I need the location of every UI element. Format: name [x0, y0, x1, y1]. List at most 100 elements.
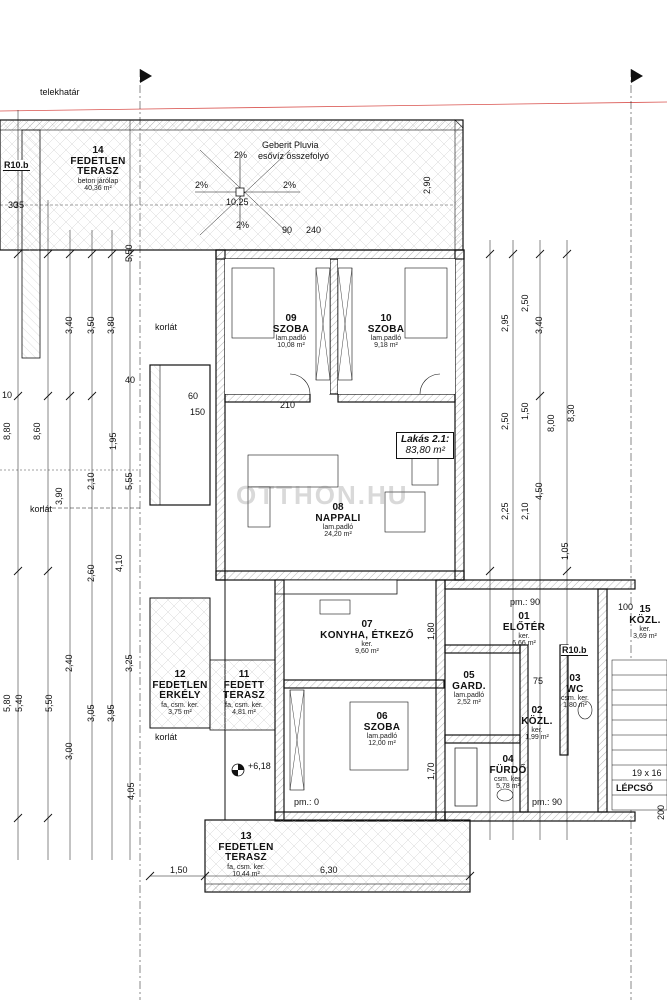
room-floor: ker.	[518, 633, 530, 640]
room-13: 13 FEDETLEN TERASZ fa, csm. ker. 10,44 m…	[218, 831, 274, 878]
slope-1: 2%	[234, 150, 248, 160]
dim-misc-10: 2,90	[422, 176, 432, 194]
dim-left-12: 4,05	[126, 782, 136, 800]
room-10: 10 SZOBA lam.padló 9,18 m²	[368, 313, 405, 350]
room-area: 3,69 m²	[633, 633, 657, 641]
room-name: KÖZL.	[629, 614, 661, 626]
room-name: SZOBA	[272, 323, 310, 335]
dim-misc-2: 240	[306, 225, 322, 235]
dim-right-3: 3,40	[534, 316, 544, 334]
room-08: 08 NAPPALI lam.padló 24,20 m²	[315, 502, 360, 539]
dim-misc-14: 200	[656, 804, 666, 820]
room-number: 10	[380, 313, 392, 324]
dim-left-2: 8,60	[32, 422, 42, 440]
slope-3: 2%	[283, 180, 297, 190]
dim-right-2: 2,50	[520, 294, 530, 312]
room-number: 06	[376, 711, 388, 722]
room-06: 06 SZOBA lam.padló 12,00 m²	[363, 711, 401, 748]
dim-left-19: 2,10	[86, 472, 96, 490]
center-dim: 10,25	[226, 197, 249, 207]
room-floor: lam.padló	[275, 335, 307, 342]
room-name: ELŐTÉR	[502, 621, 546, 633]
room-number: 15	[639, 604, 651, 615]
dim-left-17: 3,00	[64, 742, 74, 760]
room-floor: lam.padló	[322, 524, 354, 531]
room-number: 02	[531, 705, 543, 716]
room-number: 09	[285, 313, 297, 324]
room-floor: lam.padló	[370, 335, 402, 342]
watermark: OTTHON.HU	[236, 480, 409, 510]
dim-left-10: 3,05	[86, 704, 96, 722]
drain-label-2: esővíz összefolyó	[258, 151, 330, 161]
dim-left-18: 2,40	[64, 654, 74, 672]
dim-bottom-2: 6,30	[320, 865, 338, 875]
room-number: 05	[463, 670, 475, 681]
room-floor: csm. ker.	[560, 695, 590, 702]
room-floor: lam.padló	[453, 692, 485, 699]
terrace-13-slab	[204, 819, 471, 893]
r10b-tag-right: R10.b	[561, 645, 588, 656]
dim-left-3: 5,55	[124, 472, 134, 490]
section-arrow-right	[631, 69, 643, 83]
room-03: 03 WC csm. ker. 1,80 m²	[560, 673, 590, 710]
dim-misc-3: 210	[280, 400, 296, 410]
dim-right-4: 8,30	[566, 404, 576, 422]
r10b-tag-left: R10.b	[3, 160, 30, 171]
room-area: 40,36 m²	[84, 184, 112, 192]
dim-misc-11: 1,80	[426, 622, 436, 640]
room-area: 6,66 m²	[512, 640, 536, 648]
boundary-label: telekhatár	[40, 87, 80, 97]
dim-right-7: 1,50	[520, 402, 530, 420]
dim-misc-16: pm.: 90	[510, 597, 541, 607]
dim-right-1: 2,95	[500, 314, 510, 332]
room-number: 12	[174, 669, 186, 680]
room-floor: fa, csm. ker.	[225, 701, 263, 709]
room-name: FEDETT TERASZ	[223, 679, 265, 701]
drain-label-1: Geberit Pluvia	[262, 140, 319, 150]
dim-misc-8: 10	[2, 390, 13, 400]
room-number: 07	[361, 619, 373, 630]
dim-right-9: 2,25	[500, 502, 510, 520]
room-02: 02 KÖZL. ker. 1,99 m²	[521, 705, 553, 742]
dim-right-6: 2,50	[500, 412, 510, 430]
room-01: 01 ELŐTÉR ker. 6,66 m²	[502, 611, 546, 648]
dim-left-11: 3,95	[106, 704, 116, 722]
room-floor: ker.	[361, 641, 373, 648]
dim-misc-5: 60	[188, 391, 199, 401]
dim-misc-15: 75	[533, 676, 544, 686]
dim-left-6: 5,80	[2, 694, 12, 712]
room-number: 03	[569, 673, 581, 684]
apartment-label: Lakás 2.1: 83,80 m²	[396, 432, 455, 459]
dim-left-14: 3,50	[86, 316, 96, 334]
dim-left-1: 8,80	[2, 422, 12, 440]
room-number: 08	[332, 502, 344, 513]
room-area: 12,00 m²	[368, 740, 396, 748]
room-area: 1,80 m²	[563, 702, 587, 710]
dim-right-11: 1,05	[560, 542, 570, 560]
railing-label-2: korlát	[30, 504, 53, 514]
room-04: 04 FÜRDŐ csm. ker. 5,78 m²	[489, 754, 526, 791]
slope-4: 2%	[236, 220, 250, 230]
dim-left-16: 5,50	[124, 244, 134, 262]
room-name: SZOBA	[363, 721, 401, 733]
room-area: 1,99 m²	[525, 734, 549, 742]
room-area: 3,75 m²	[168, 708, 192, 716]
room-number: 14	[92, 145, 104, 156]
room-name: FEDETLEN ERKÉLY	[152, 679, 208, 701]
dim-left-5: 4,10	[114, 554, 124, 572]
room-area: 4,81 m²	[232, 708, 256, 716]
dim-left-4: 3,90	[54, 487, 64, 505]
railing-label-3: korlát	[155, 732, 178, 742]
room-name: FEDETLEN TERASZ	[218, 841, 274, 863]
room-name: KONYHA, ÉTKEZŐ	[320, 629, 414, 641]
room-name: KÖZL.	[521, 715, 553, 727]
room-area: 5,78 m²	[496, 783, 520, 791]
dim-right-8: 4,50	[534, 482, 544, 500]
dim-misc-6: 40	[125, 375, 136, 385]
room-floor: fa, csm. ker.	[161, 701, 199, 709]
terrace-14-slab	[0, 119, 464, 251]
room-area: 9,18 m²	[374, 342, 398, 350]
room-07: 07 KONYHA, ÉTKEZŐ ker. 9,60 m²	[320, 619, 414, 656]
dim-left-7: 5,40	[14, 694, 24, 712]
